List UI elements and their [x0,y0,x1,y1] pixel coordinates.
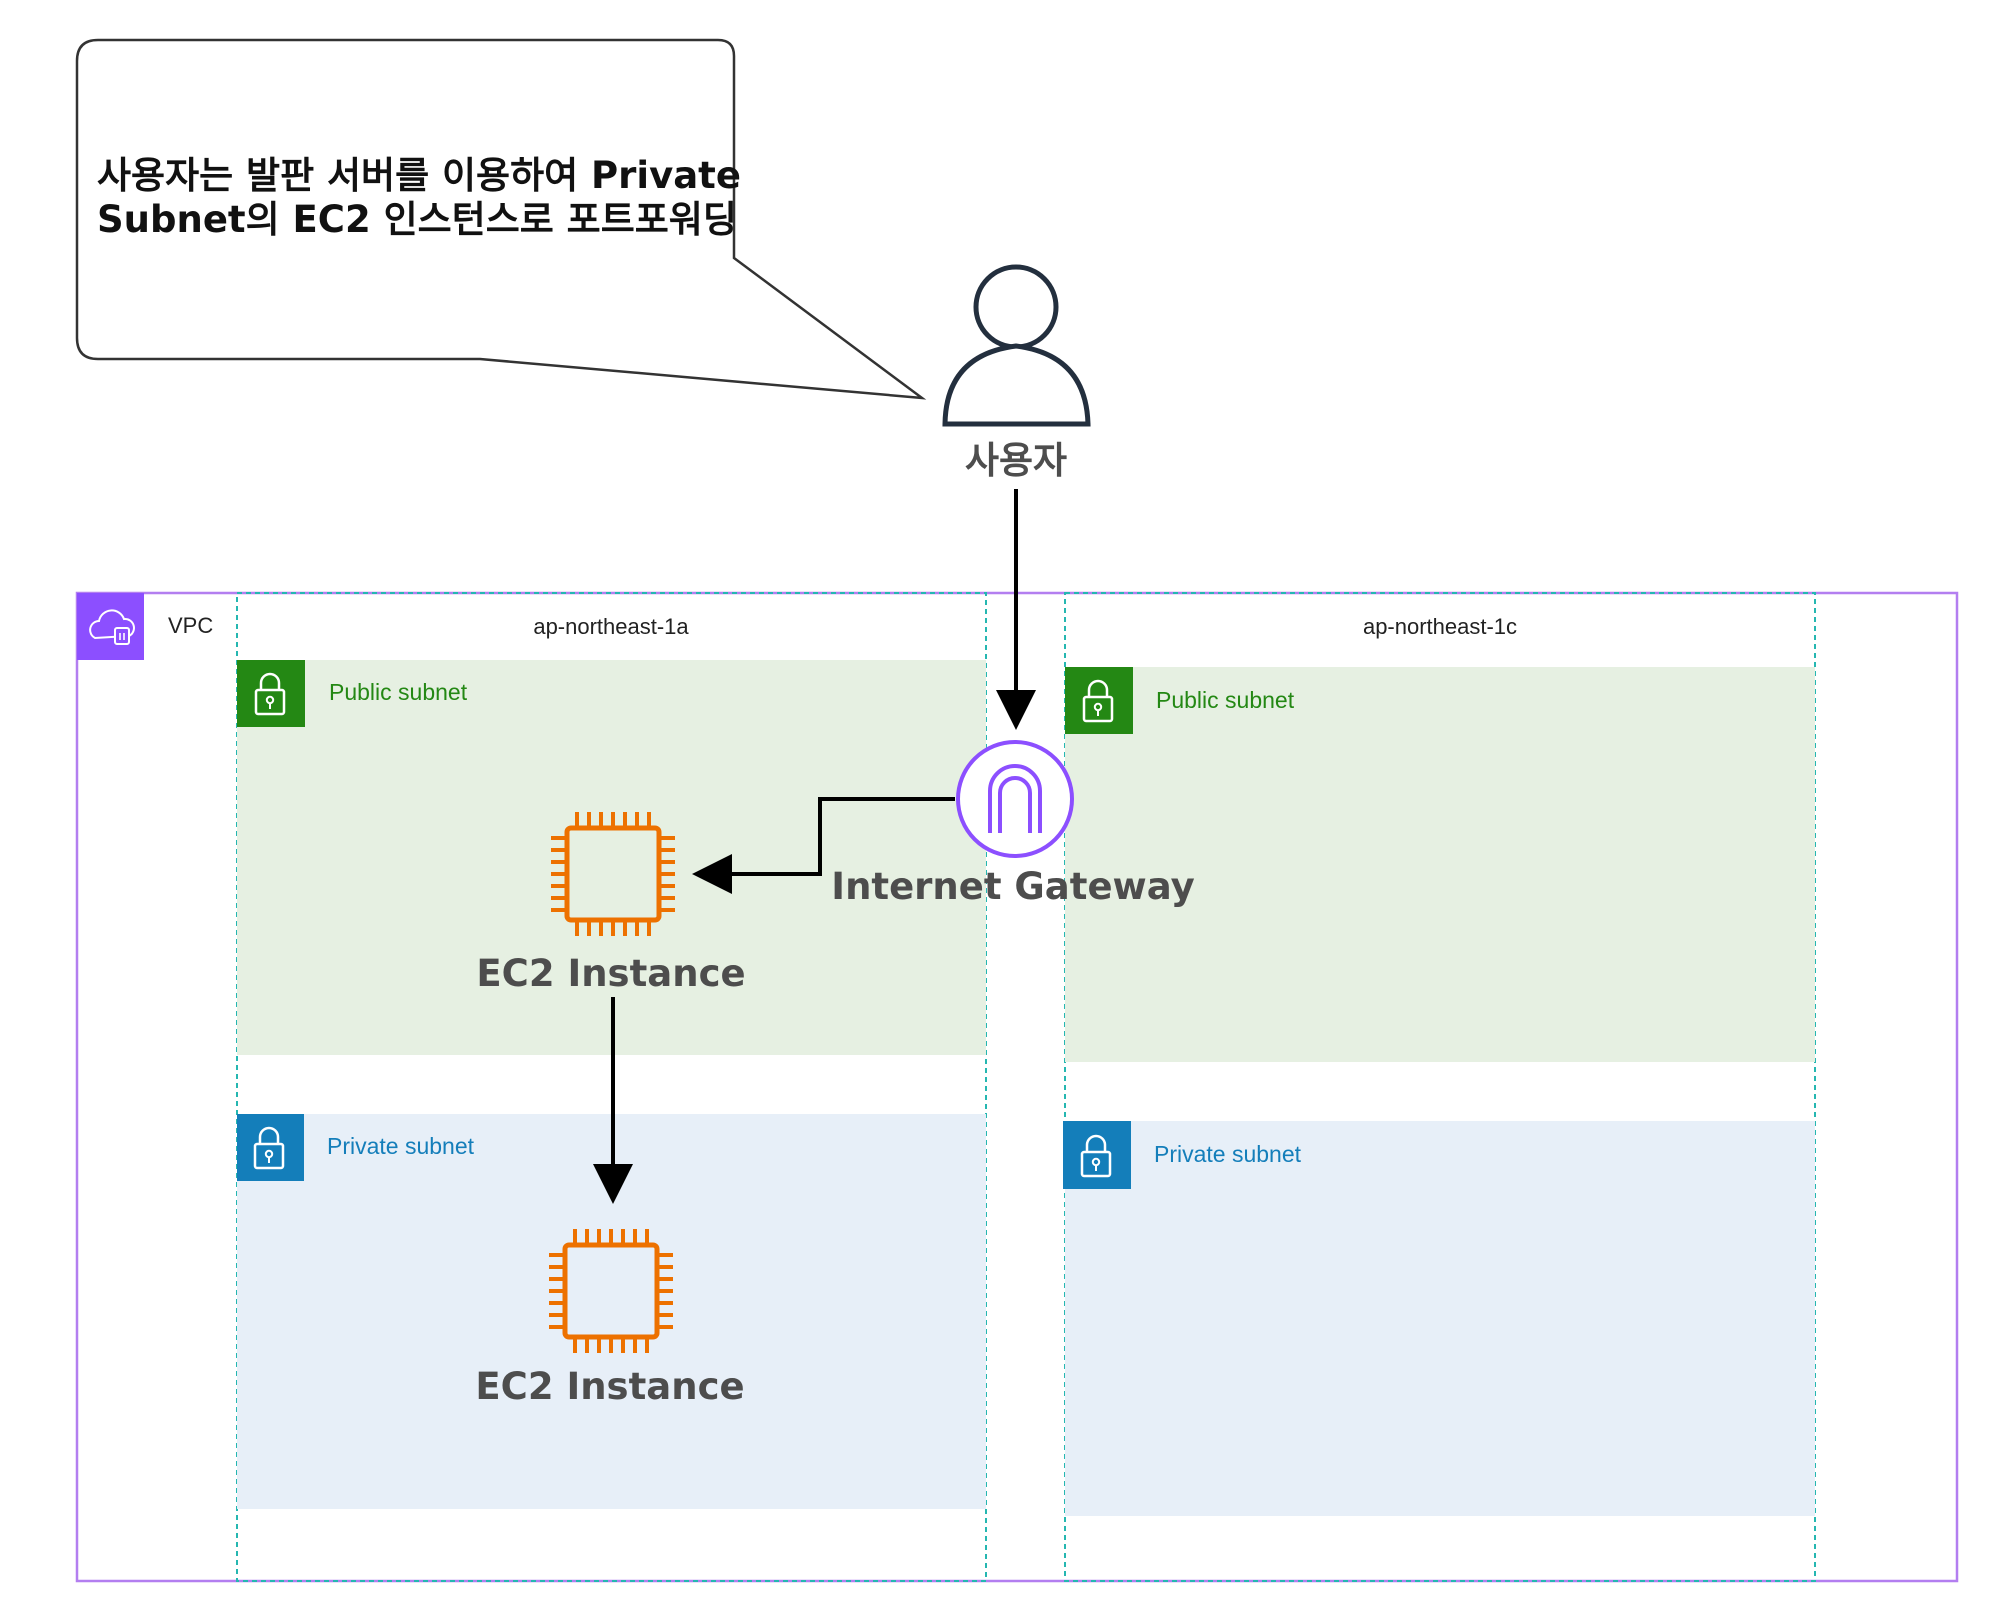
private-subnet-1c[interactable]: Private subnet [1063,1121,1815,1516]
lock-icon [1063,1121,1131,1189]
public-subnet-1c[interactable]: Public subnet [1065,667,1815,1062]
vpc-label: VPC [168,613,213,638]
user-label: 사용자 [965,439,1067,482]
public-subnet-1c-label: Public subnet [1156,687,1295,713]
public-subnet-1a[interactable]: Public subnet [237,660,986,1055]
az-label-1a: ap-northeast-1a [533,614,689,639]
ec2-public-label: EC2 Instance [476,952,745,995]
internet-gateway-node[interactable]: Internet Gateway [831,740,1195,908]
private-subnet-1a-label: Private subnet [327,1133,475,1159]
ec2-chip-icon [549,1229,673,1353]
lock-icon [1065,667,1133,734]
arrow-igw-to-ec2-public [692,797,955,894]
ec2-private-label: EC2 Instance [475,1365,744,1408]
private-subnet-1c-label: Private subnet [1154,1141,1302,1167]
lock-icon [237,1114,304,1181]
callout-line-1: 사용자는 발판 서버를 이용하여 Private [97,154,741,197]
az-label-1c: ap-northeast-1c [1363,614,1517,639]
user-node[interactable]: 사용자 [942,264,1091,482]
ec2-instance-public[interactable]: EC2 Instance [476,812,746,995]
az-ap-northeast-1c: ap-northeast-1c [1064,592,1816,1582]
callout-line-2: Subnet의 EC2 인스턴스로 포트포워딩 [97,198,737,241]
vpc-cloud-icon [77,593,144,660]
ec2-instance-private[interactable]: EC2 Instance [475,1229,745,1408]
public-subnet-1a-label: Public subnet [329,679,468,705]
az-ap-northeast-1a: ap-northeast-1a [236,592,987,1582]
connectors [593,489,1036,1204]
internet-gateway-icon [956,740,1074,858]
ec2-chip-icon [551,812,675,936]
user-icon [942,264,1091,427]
lock-icon [237,660,305,727]
speech-callout: 사용자는 발판 서버를 이용하여 Private Subnet의 EC2 인스턴… [75,38,927,400]
internet-gateway-label: Internet Gateway [831,865,1194,908]
